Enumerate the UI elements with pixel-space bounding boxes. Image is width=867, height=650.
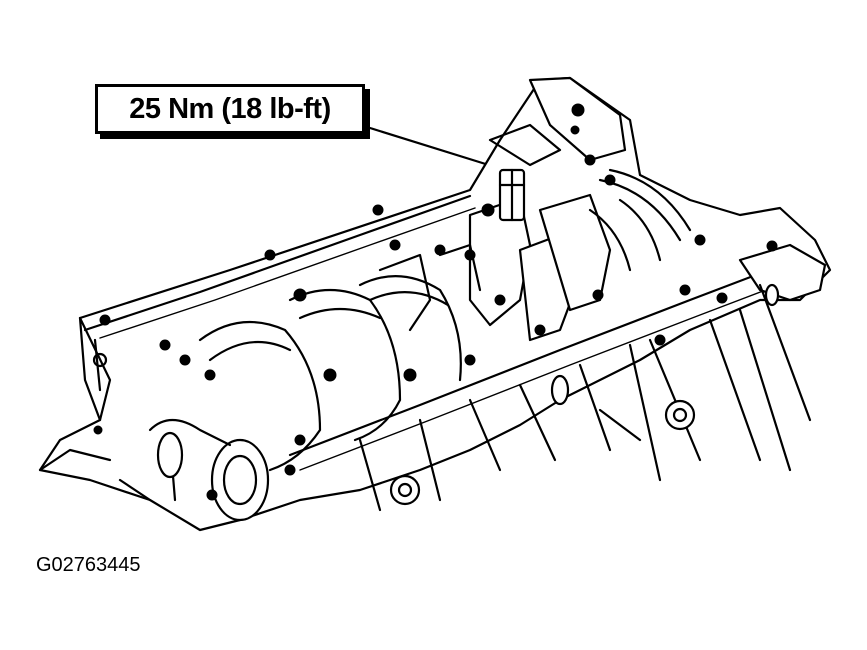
left-end (38, 316, 152, 502)
lower-rail-inner (299, 276, 801, 471)
callout-leader-line (368, 126, 494, 168)
crank-webs (198, 275, 462, 472)
upper-rail (83, 194, 472, 332)
figure-id-label: G02763445 (36, 554, 141, 576)
lower-rail (288, 260, 792, 457)
target-bolt (498, 168, 526, 222)
main-caps (378, 193, 612, 342)
lower-fittings (389, 283, 780, 506)
right-flange (708, 240, 827, 472)
crank-snout (148, 418, 270, 522)
bolt-heads (93, 154, 728, 501)
upper-rail-inner (99, 207, 476, 339)
torque-callout-box: 25 Nm (18 lb-ft) (95, 84, 365, 134)
lower-struts (358, 338, 702, 512)
top-bracket (488, 76, 627, 167)
torque-callout-label: 25 Nm (18 lb-ft) (129, 92, 331, 125)
